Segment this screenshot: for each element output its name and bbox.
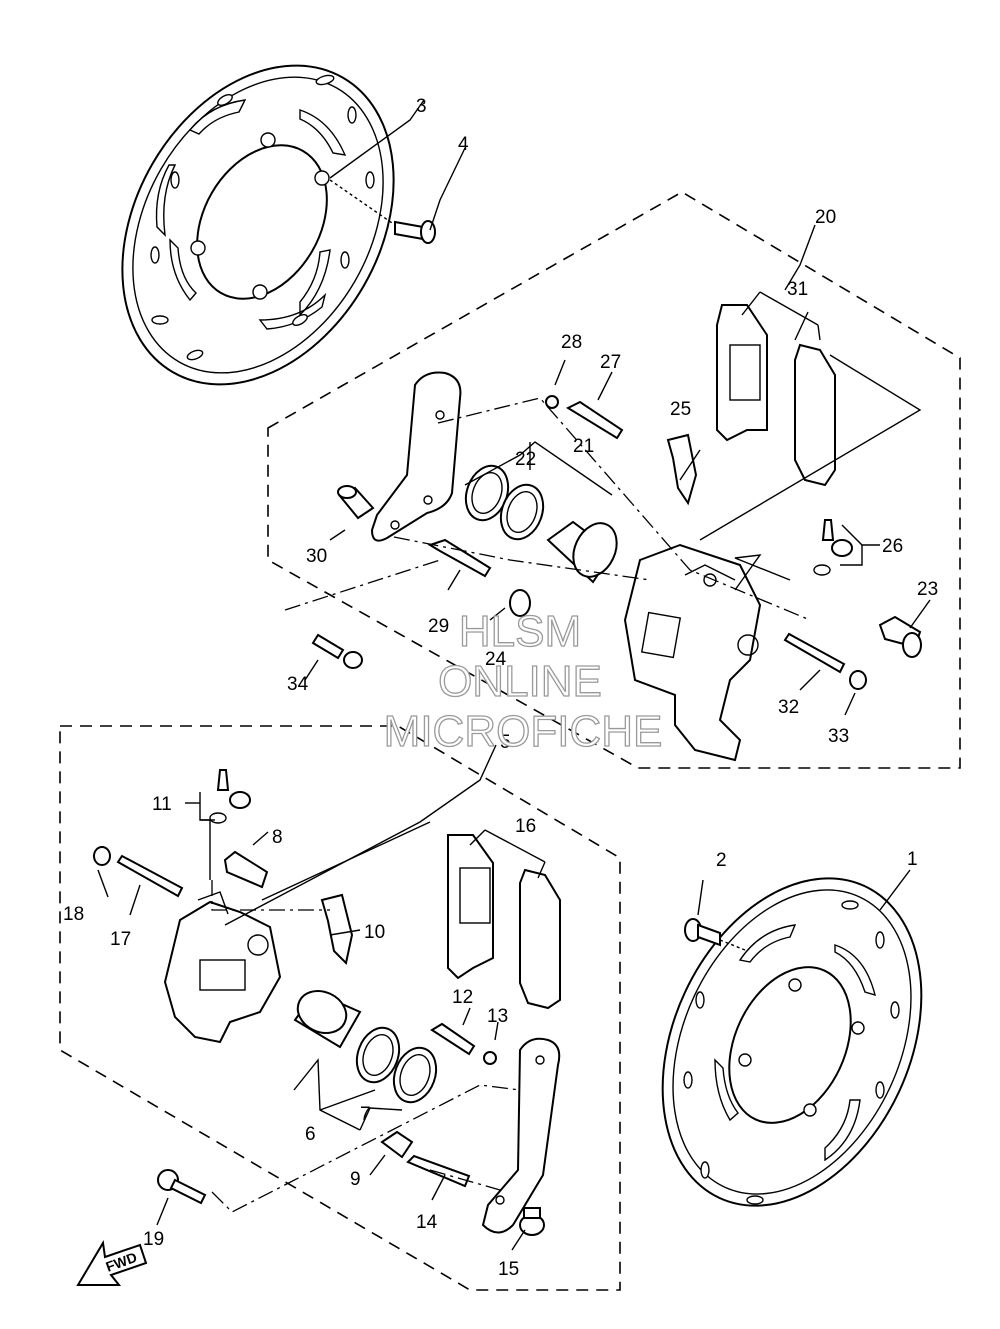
bolt-34 bbox=[311, 633, 363, 669]
label-part-32: 32 bbox=[778, 697, 799, 718]
piston-21 bbox=[546, 520, 618, 584]
label-part-18: 18 bbox=[63, 904, 84, 925]
brake-disc-front bbox=[661, 877, 923, 1207]
watermark-line-3: MICROFICHE bbox=[384, 707, 663, 756]
pad-spring-25 bbox=[666, 433, 698, 506]
label-part-16: 16 bbox=[515, 816, 536, 837]
label-part-4: 4 bbox=[458, 134, 469, 155]
label-part-27: 27 bbox=[600, 352, 621, 373]
label-part-10: 10 bbox=[364, 922, 385, 943]
bolt-23 bbox=[878, 615, 922, 658]
brake-disc-rear bbox=[121, 64, 395, 386]
label-part-29: 29 bbox=[428, 616, 449, 637]
label-part-24: 24 bbox=[485, 649, 507, 670]
label-part-3: 3 bbox=[416, 96, 427, 117]
caliper-body-upper bbox=[623, 543, 762, 762]
pin-27 bbox=[565, 400, 624, 440]
caliper-pin-14 bbox=[406, 1154, 471, 1188]
label-part-28: 28 bbox=[561, 332, 582, 353]
pin-12 bbox=[430, 1022, 476, 1056]
caliper-bracket-upper bbox=[370, 371, 462, 542]
label-part-33: 33 bbox=[828, 726, 849, 747]
watermark-line-2: ONLINE bbox=[438, 657, 602, 706]
watermark-line-1: HLSM bbox=[459, 607, 581, 656]
slide-pin-17 bbox=[116, 854, 184, 898]
label-part-31: 31 bbox=[787, 279, 808, 300]
label-part-8: 8 bbox=[272, 827, 283, 848]
label-part-15: 15 bbox=[498, 1259, 519, 1280]
label-part-22: 22 bbox=[515, 449, 536, 470]
washer-28 bbox=[545, 395, 559, 409]
caliper-bracket-lower bbox=[481, 1037, 561, 1234]
piston-seals-7 bbox=[355, 1026, 438, 1104]
label-part-12: 12 bbox=[452, 987, 473, 1008]
label-part-5: 5 bbox=[500, 732, 511, 753]
label-part-23: 23 bbox=[917, 579, 938, 600]
disc-bolt-lower bbox=[684, 918, 746, 951]
label-part-21: 21 bbox=[573, 436, 594, 457]
reference-lines bbox=[97, 99, 931, 1251]
label-part-11: 11 bbox=[152, 794, 172, 815]
label-part-25: 25 bbox=[670, 399, 691, 420]
washer-13 bbox=[483, 1051, 497, 1065]
piston-seals-22 bbox=[464, 464, 545, 541]
group-boundary-upper bbox=[267, 191, 961, 769]
watermark: HLSM ONLINE MICROFICHE bbox=[383, 606, 663, 756]
part-number-labels: 1 2 3 4 5 6 7 8 9 10 11 12 13 14 15 16 1… bbox=[63, 96, 938, 1280]
boot-18 bbox=[93, 846, 111, 866]
label-part-26: 26 bbox=[882, 536, 903, 557]
label-part-19: 19 bbox=[143, 1229, 164, 1250]
label-part-13: 13 bbox=[487, 1006, 508, 1027]
bolt-19 bbox=[157, 1169, 207, 1205]
label-part-30: 30 bbox=[306, 546, 327, 567]
caliper-pin-29 bbox=[427, 538, 492, 578]
forward-direction-arrow: FWD bbox=[76, 1240, 148, 1286]
brake-pads-16 bbox=[447, 834, 561, 1010]
label-part-34: 34 bbox=[287, 674, 309, 695]
bushing-9 bbox=[380, 1130, 414, 1159]
pad-spring-10 bbox=[320, 893, 354, 966]
bolt-15 bbox=[519, 1207, 545, 1236]
cap-24 bbox=[509, 589, 531, 617]
label-part-17: 17 bbox=[110, 929, 131, 950]
label-part-6: 6 bbox=[305, 1124, 316, 1145]
brake-pads-31 bbox=[716, 304, 836, 487]
slide-pin-32 bbox=[783, 632, 846, 674]
label-part-14: 14 bbox=[416, 1212, 438, 1233]
caliper-body-lower bbox=[163, 891, 282, 1044]
bushing-30 bbox=[337, 485, 375, 520]
bleed-screw-26 bbox=[813, 519, 853, 576]
bushing-8 bbox=[223, 850, 269, 889]
bleed-screw-11 bbox=[209, 769, 251, 824]
label-part-1: 1 bbox=[907, 849, 918, 870]
label-part-7: 7 bbox=[360, 1104, 371, 1125]
boot-33 bbox=[849, 670, 867, 690]
label-part-2: 2 bbox=[716, 850, 727, 871]
label-part-20: 20 bbox=[815, 207, 836, 228]
disc-bolt-upper bbox=[329, 179, 436, 244]
label-part-9: 9 bbox=[350, 1169, 361, 1190]
group-boundary-lower bbox=[59, 725, 621, 1291]
piston-6 bbox=[293, 990, 362, 1049]
